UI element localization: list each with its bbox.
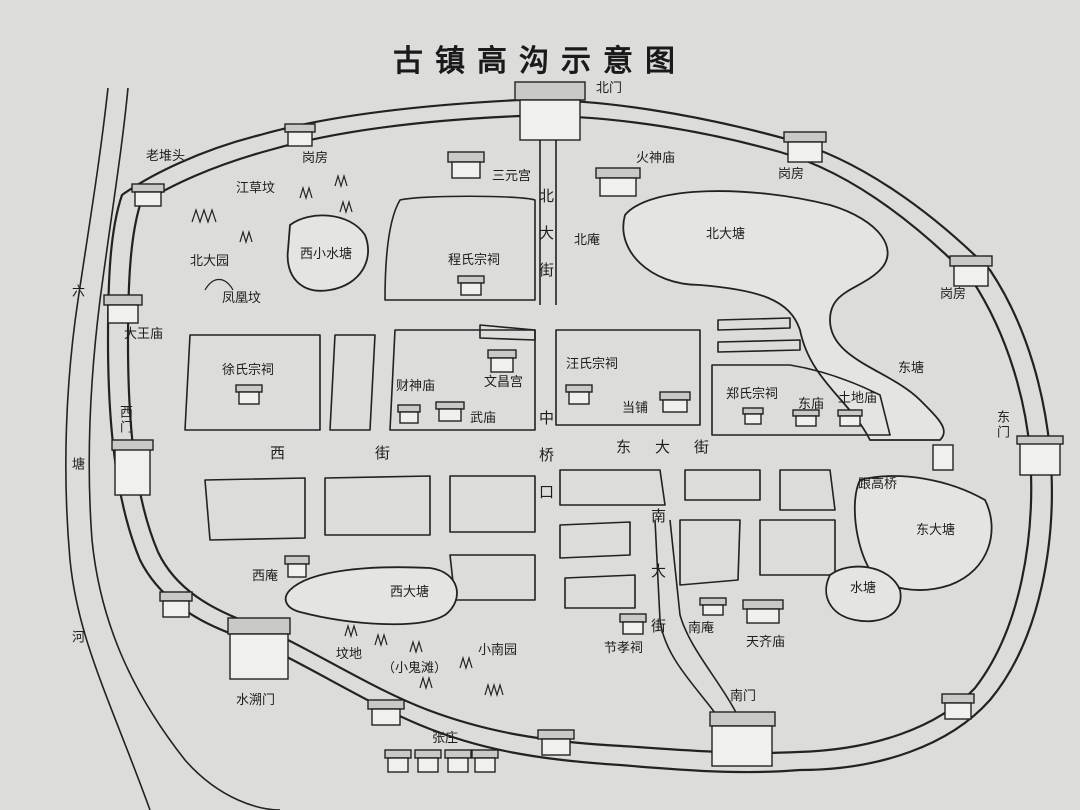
beiyan-label: 北庵	[574, 233, 601, 248]
east-street-label: 东大街	[616, 438, 734, 456]
huoshenmiao-label: 火神庙	[636, 151, 676, 166]
block-s9	[759, 519, 836, 576]
wenchanggong-label: 文昌宫	[484, 375, 524, 390]
block-s4	[559, 469, 666, 506]
tianqimiao-label: 天齐庙	[746, 635, 786, 650]
block-cheng	[384, 195, 536, 301]
xiaonanyuan-label: 小南园	[478, 643, 518, 658]
strip-2	[717, 317, 791, 331]
south-gate-label: 南门	[730, 689, 757, 704]
south-gate-tower	[709, 711, 776, 767]
strip-1	[479, 324, 536, 341]
block-mid1	[329, 334, 376, 431]
laoduitou-label: 老堆头	[146, 149, 186, 164]
west-gate-tower	[111, 439, 154, 496]
zhengshizongci-label: 郑氏宗祠	[726, 387, 779, 402]
block-zheng	[711, 364, 891, 436]
bridge-mouth-label: 中桥口	[537, 410, 555, 521]
shuitang-label: 水塘	[850, 581, 877, 596]
guardhouse-nw-label: 岗房	[302, 151, 329, 166]
south-street	[654, 519, 741, 721]
wangshizongci-label: 汪氏宗祠	[566, 357, 619, 372]
pond-east-small	[825, 565, 902, 623]
pond-east-big	[853, 475, 993, 591]
yuangaoqiao-label: 跟高桥	[858, 477, 898, 492]
chengshizongci-label: 程氏宗祠	[448, 253, 501, 268]
sanyuangong-label: 三元宫	[492, 169, 532, 184]
xixiaoshuitang-label: 西小水塘	[300, 247, 353, 262]
caishenmiao-label: 财神庙	[396, 379, 436, 394]
block-s1	[204, 477, 306, 541]
block-s6	[779, 469, 836, 511]
east-bridge	[932, 444, 954, 471]
guardhouse-ne-label: 岗房	[778, 167, 805, 182]
east-gate-label: 东门	[994, 410, 1009, 440]
jiexiaoci-label: 节孝祠	[604, 641, 644, 656]
river-bank-outer	[65, 87, 151, 810]
north-gate-label: 北门	[596, 81, 623, 96]
dangpu-label: 当铺	[622, 401, 649, 416]
west-gate-label: 西门	[117, 405, 132, 435]
dongtang-label: 东塘	[898, 361, 925, 376]
jiangcaofen-label: 江草坟	[236, 181, 276, 196]
xiyan-label: 西庵	[252, 569, 279, 584]
pond-north-big	[622, 190, 945, 441]
fendi-label: 坟地	[336, 647, 363, 662]
block-s8	[564, 574, 636, 609]
south-street-label: 南大街	[649, 508, 667, 673]
west-street-label: 西街	[270, 444, 481, 462]
water-gate-label: 水溯门	[236, 693, 276, 708]
tudimiao-label: 土地庙	[838, 391, 878, 406]
north-gate-tower	[514, 81, 586, 141]
house-icons	[103, 123, 993, 773]
block-wenchang	[389, 329, 536, 431]
block-s11	[449, 554, 536, 601]
dongdatang-label: 东大塘	[916, 523, 956, 538]
xidatang-label: 西大塘	[390, 585, 430, 600]
north-street	[539, 130, 557, 305]
block-s2	[324, 475, 431, 536]
fenghuangfen-label: 凤凰坟	[222, 291, 262, 306]
map-title: 古镇高沟示意图	[393, 44, 687, 79]
beidatang-label: 北大塘	[706, 227, 746, 242]
water-gate-tower	[227, 617, 291, 680]
grass-marks	[191, 173, 504, 698]
river-label: 六塘河	[69, 284, 84, 803]
wumiao-label: 武庙	[470, 411, 497, 426]
block-s10	[679, 519, 741, 586]
nanyan-label: 南庵	[688, 621, 715, 636]
north-street-label: 北大街	[537, 188, 555, 299]
xiaoguitan-label: （小鬼滩）	[382, 661, 448, 676]
dawangmiao-label: 大王庙	[124, 327, 164, 342]
strip-3	[717, 339, 801, 353]
block-s5	[684, 469, 761, 501]
pond-west-big	[284, 566, 458, 626]
guardhouse-e-label: 岗房	[940, 287, 967, 302]
block-xu	[184, 334, 321, 431]
beidayuan-label: 北大园	[190, 254, 230, 269]
east-gate-tower	[1016, 435, 1064, 476]
xushizongci-label: 徐氏宗祠	[222, 363, 275, 378]
river-bank-inner	[88, 87, 281, 810]
block-wang	[555, 329, 701, 426]
zhangzhuang-label: 张庄	[432, 731, 459, 746]
dongmiao-label: 东庙	[798, 397, 825, 412]
block-s7	[559, 521, 631, 559]
block-s3	[449, 475, 536, 533]
pond-west-small	[286, 214, 369, 292]
